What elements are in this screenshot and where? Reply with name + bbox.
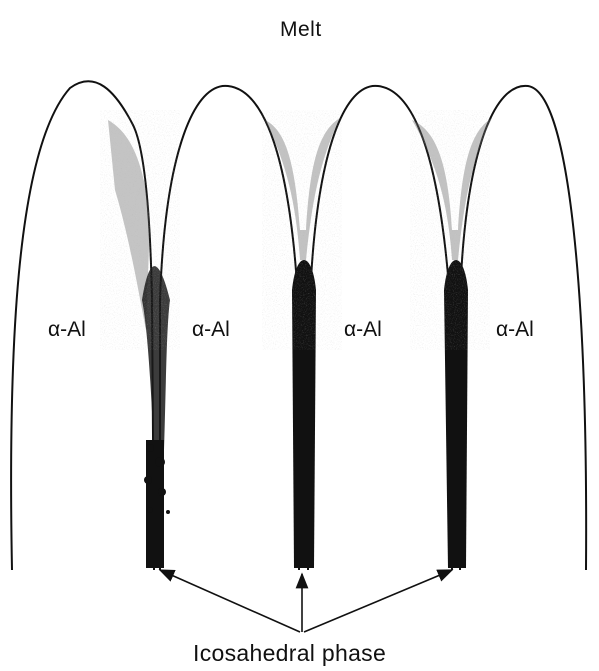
arrow-right [304,570,452,632]
alpha-al-label-4: α-Al [496,318,534,342]
arrow-left [160,570,300,632]
melt-label: Melt [280,18,322,42]
alpha-al-label-2: α-Al [192,318,230,342]
alpha-al-label-1: α-Al [48,318,86,342]
icosahedral-phase-label: Icosahedral phase [193,640,386,667]
stipple-texture [100,110,490,350]
alpha-al-label-3: α-Al [344,318,382,342]
